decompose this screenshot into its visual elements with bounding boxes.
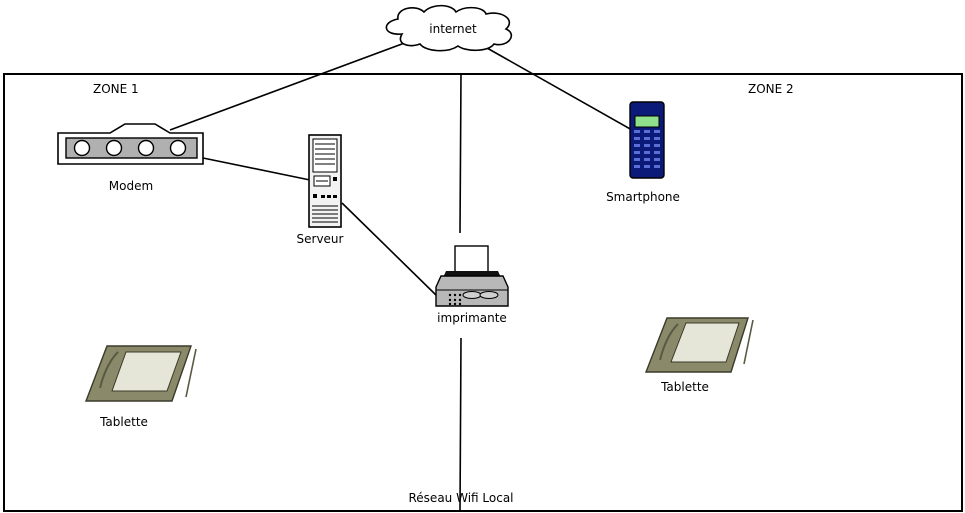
zone-divider-bottom xyxy=(459,337,462,512)
server-tower-icon xyxy=(308,134,342,228)
printer-label: imprimante xyxy=(437,311,507,325)
link-internet-modem xyxy=(169,40,411,131)
modem-label: Modem xyxy=(109,179,153,193)
internet-label: internet xyxy=(429,22,477,36)
cloud-icon xyxy=(385,4,512,52)
tablet-right-label: Tablette xyxy=(660,380,709,394)
zone-divider-top xyxy=(459,73,462,234)
diagram-frame xyxy=(3,73,963,512)
network-label: Réseau Wifi Local xyxy=(409,491,514,505)
link-internet-smartphone xyxy=(486,47,633,131)
zone-1-label: ZONE 1 xyxy=(93,82,139,96)
tablet-icon xyxy=(644,317,754,373)
link-server-printer xyxy=(341,202,438,297)
server-label: Serveur xyxy=(297,232,344,246)
smartphone-label: Smartphone xyxy=(606,190,680,204)
tablet-left-label: Tablette xyxy=(99,415,148,429)
printer-icon xyxy=(435,245,509,307)
link-modem-server xyxy=(202,157,311,181)
modem-icon xyxy=(57,123,204,165)
smartphone-icon xyxy=(629,101,665,179)
zone-2-label: ZONE 2 xyxy=(748,82,794,96)
tablet-icon xyxy=(84,345,197,402)
